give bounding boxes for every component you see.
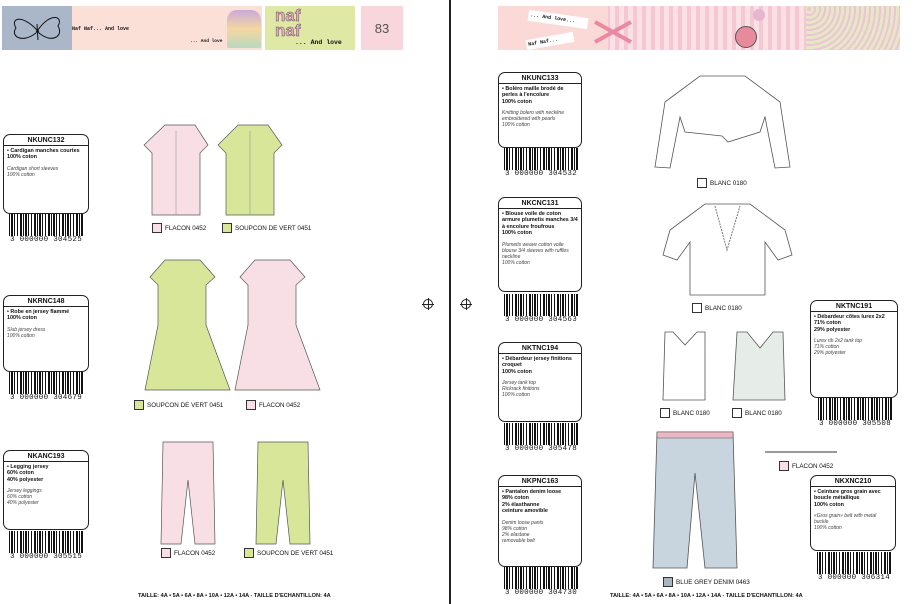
jeans-illustration (652, 431, 738, 569)
product-code: NKXNC210 (811, 478, 895, 487)
size-footer-right: TAILLE: 4A • 5A • 6A • 8A • 10A • 12A • … (610, 593, 803, 599)
product-card: NKUNC133 • Boléro maille brodé de perles… (498, 72, 582, 148)
description-fr: • Blouse voile de coton armure plumetis … (502, 211, 578, 237)
swatch-flacon: FLACON 0452 (779, 461, 833, 471)
barcode: 3 000000 304525 (3, 214, 89, 244)
bow-icon (594, 20, 632, 44)
tank-top-illustrations (662, 331, 786, 401)
swatch-blanc: BLANC 0180 (660, 408, 710, 418)
barcode: 3 000000 306314 (811, 552, 897, 582)
product-code: NKRNC148 (4, 298, 88, 307)
product-code: NKUNC132 (4, 137, 88, 146)
description-en: Knitting bolero with neckline embroidere… (502, 110, 564, 129)
barcode: 3 000000 304563 (498, 294, 584, 324)
swatch-soupcon-de-vert: SOUPCON DE VERT 0451 (134, 400, 223, 410)
description-fr: • Boléro maille brodé de perles à l'enco… (502, 86, 564, 105)
registration-mark-icon (422, 298, 434, 310)
barcode: 3 000000 304532 (498, 148, 584, 178)
swatch-blanc: BLANC 0180 (697, 178, 747, 188)
product-card: NKCNC131 • Blouse voile de coton armure … (498, 197, 582, 292)
product-code: NKANC193 (4, 453, 88, 462)
page-spine (449, 0, 451, 604)
logo-tagline: ... And love (295, 39, 342, 46)
header-butterfly-panel (2, 6, 72, 50)
belt-illustration (765, 451, 837, 453)
header-tagline-2: ... And love (190, 39, 223, 44)
product-code: NKUNC133 (499, 75, 581, 84)
barcode: 3 000000 304730 (498, 567, 584, 597)
swatch-flacon: FLACON 0452 (152, 223, 206, 233)
cardigan-illustrations (143, 124, 283, 216)
header-ribbon-panel: ... And love... Naf Naf... (498, 6, 900, 51)
product-card: NKXNC210 • Ceinture gros grain avec bouc… (810, 475, 896, 551)
ball-icon (753, 9, 765, 21)
product-code: NKCNC131 (499, 200, 581, 209)
bolero-illustration (654, 75, 791, 169)
barcode: 3 000000 304679 (3, 372, 89, 402)
barcode: 3 000000 305508 (812, 398, 898, 428)
product-code: NKPNC163 (499, 478, 581, 487)
swatch-soupcon-de-vert: SOUPCON DE VERT 0451 (222, 223, 311, 233)
swatch-blanc: BLANC 0180 (732, 408, 782, 418)
product-card: NKTNC194 • Débardeur jersey finitions cr… (498, 342, 582, 422)
ladybug-icon (735, 26, 757, 48)
description-fr: • Ceinture gros grain avec boucle métall… (814, 489, 881, 508)
floral-pattern (806, 6, 900, 50)
product-code: NKTNC191 (811, 303, 897, 312)
swatch-flacon: FLACON 0452 (246, 400, 300, 410)
header-tagline: Naf Naf... And love (72, 26, 130, 32)
carousel-illustration (227, 10, 261, 48)
blouse-illustration (662, 203, 793, 296)
registration-mark-icon (460, 298, 472, 310)
swatch-flacon: FLACON 0452 (161, 548, 215, 558)
swatch-blanc: BLANC 0180 (692, 303, 742, 313)
barcode: 3 000000 305515 (3, 531, 89, 561)
header-pattern-panel: Naf Naf... And love ... And love (72, 6, 262, 50)
swatch-soupcon-de-vert: SOUPCON DE VERT 0451 (244, 548, 333, 558)
swatch-blue-grey-denim: BLUE GREY DENIM 0463 (663, 577, 750, 587)
legging-illustrations (160, 441, 311, 545)
product-code: NKTNC194 (499, 345, 581, 354)
ribbon-label-2: Naf Naf... (525, 31, 575, 51)
size-footer-left: TAILLE: 4A • 5A • 6A • 8A • 10A • 12A • … (138, 593, 331, 599)
dress-illustrations (144, 259, 321, 391)
description-en: Plumetis weave cotton voile blouse 3/4 s… (502, 241, 569, 266)
barcode: 3 000000 305478 (498, 423, 584, 453)
ribbon-label: ... And love... (527, 9, 589, 30)
butterfly-icon (14, 17, 60, 41)
page-number: 83 (361, 6, 403, 50)
